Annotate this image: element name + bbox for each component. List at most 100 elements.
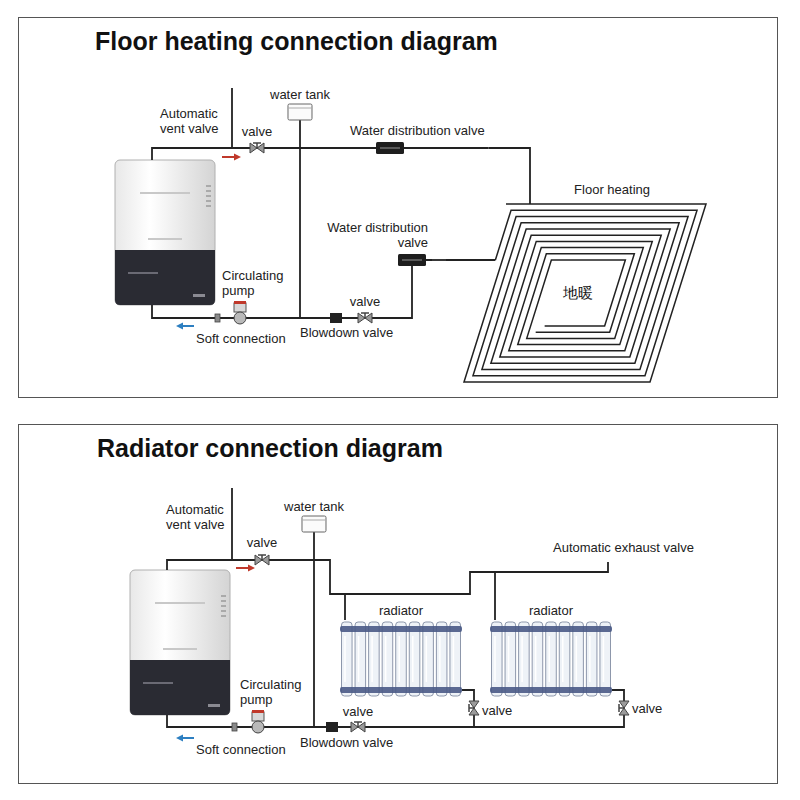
label-holder: Soft connection [196, 331, 286, 346]
valve-body [398, 254, 426, 266]
radiator-fin [409, 622, 420, 696]
pump-icon [222, 298, 288, 326]
label-holder: Blowdown valve [300, 325, 393, 340]
radiator-fin-highlight [603, 636, 605, 682]
radiator-fin [546, 622, 557, 696]
tank-icon [282, 516, 346, 534]
soft-connection-symbol [215, 314, 220, 322]
radiator-fin-highlight [426, 636, 428, 682]
radiator-fin [559, 622, 570, 696]
radiator-figure [340, 620, 462, 698]
radiator-fin [600, 622, 611, 696]
distribution-valve: Water distribution valve [318, 220, 432, 270]
pipe [350, 147, 489, 149]
valve-symbol [250, 143, 264, 153]
valve-symbol [358, 313, 372, 323]
tank-body [302, 516, 326, 532]
blowdown-valve-symbol [326, 722, 338, 732]
radiator-fin-highlight [508, 636, 510, 682]
radiator-fin [396, 622, 407, 696]
flow-arrow [182, 737, 194, 739]
radiator-fin [436, 622, 447, 696]
part-label: Automatic exhaust valve [553, 540, 694, 555]
pump-housing [234, 312, 246, 324]
pipe [240, 726, 306, 728]
pipe-connector [489, 148, 530, 182]
valve-symbol [619, 701, 629, 715]
heating-pipe-coil [473, 210, 697, 376]
part-label: Floor heating [446, 182, 710, 197]
part-label: Circulating pump [240, 677, 306, 707]
tank-body [288, 104, 312, 120]
part-label: Soft connection [196, 742, 286, 757]
part-label: valve [350, 294, 380, 309]
valve-symbol [255, 555, 269, 565]
label-holder: Soft connection [196, 742, 286, 757]
floor-heating-coil: Floor heating 地暖 [446, 182, 710, 388]
pump-cap [234, 301, 246, 304]
radiator-fin-highlight [521, 636, 523, 682]
radiator-fin [423, 622, 434, 696]
flow-arrow [176, 323, 183, 330]
radiator-fin-highlight [412, 636, 414, 682]
valve-detail [402, 259, 422, 261]
floor-heating-mark: 地暖 [560, 283, 596, 303]
pump-motor [234, 303, 246, 312]
label-holder: Blowdown valve [300, 735, 393, 750]
flow-arrow [176, 735, 183, 742]
pipe [222, 317, 288, 319]
tank-icon [268, 104, 332, 122]
water-tank: water tank [282, 499, 346, 534]
part-label: valve [632, 701, 662, 716]
radiator-fin [355, 622, 366, 696]
part-label: valve [482, 703, 512, 718]
tank-lid [288, 108, 312, 109]
flow-arrow [248, 565, 255, 572]
pump-motor [252, 712, 264, 721]
label-holder: Automatic vent valve [160, 106, 222, 136]
pump-cap [252, 710, 264, 713]
part-label: Water distribution valve [350, 123, 489, 138]
part-label: Blowdown valve [300, 735, 393, 750]
radiator-fin [382, 622, 393, 696]
flow-arrow [234, 154, 241, 161]
radiator-fin-highlight [358, 636, 360, 682]
heating-pipe-coil [464, 204, 706, 382]
pipe-connector [432, 259, 446, 261]
distribution-valve-icon [318, 250, 432, 270]
radiator-fin [573, 622, 584, 696]
part-label: radiator [490, 603, 612, 618]
pipe [152, 88, 350, 318]
circulating-pump: Circulating pump [240, 677, 306, 735]
label-holder: Automatic exhaust valve [553, 540, 694, 555]
radiator-fin [450, 622, 461, 696]
radiator-fin-highlight [385, 636, 387, 682]
label-holder: valve [343, 704, 373, 719]
radiator: radiator [490, 603, 612, 698]
panel-title: Radiator connection diagram [97, 433, 443, 463]
part-label: Soft connection [196, 331, 286, 346]
radiator-header [490, 626, 612, 632]
label-holder: Automatic vent valve [166, 502, 228, 532]
radiator-header [490, 687, 612, 693]
part-label: Automatic vent valve [166, 502, 228, 532]
radiator-body [490, 622, 612, 696]
radiator-fin [369, 622, 380, 696]
radiator-fin-highlight [439, 636, 441, 682]
part-label: radiator [340, 603, 462, 618]
radiator-fin-highlight [562, 636, 564, 682]
label-holder: valve [632, 701, 662, 716]
flow-arrow [182, 325, 194, 327]
boiler [115, 160, 215, 305]
distribution-valve: Water distribution valve [350, 123, 489, 158]
blowdown-valve-symbol [330, 313, 342, 323]
radiator-fin [532, 622, 543, 696]
radiator-header [340, 626, 462, 632]
water-tank: water tank [268, 87, 332, 122]
radiator-fin-highlight [589, 636, 591, 682]
valve-body [376, 142, 404, 154]
panel-title: Floor heating connection diagram [95, 26, 498, 56]
